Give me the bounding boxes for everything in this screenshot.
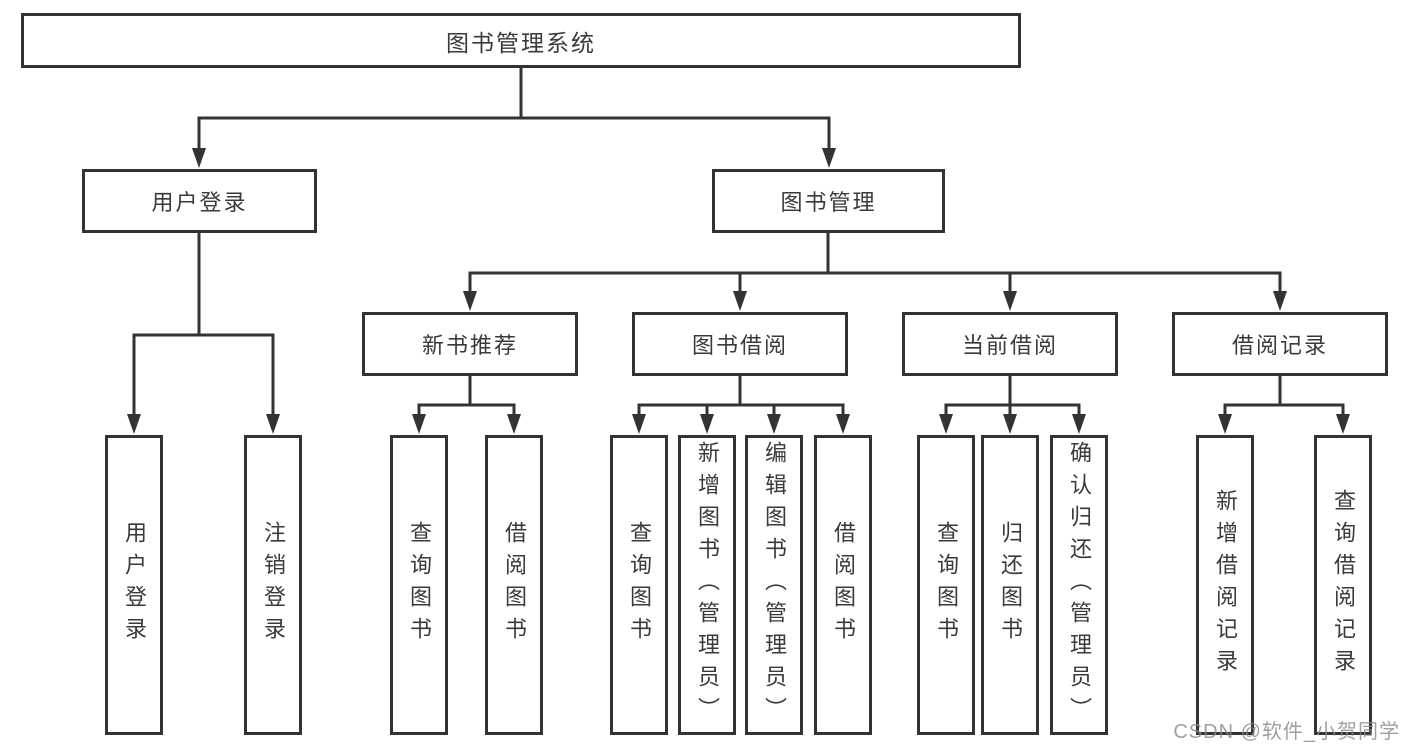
arrow-down-icon (632, 414, 646, 434)
node-root-label: 图书管理系统 (446, 29, 596, 56)
leaf-query-books-current-label: 查询图书 (934, 521, 959, 649)
arrow-down-icon (412, 414, 426, 434)
leaf-add-books-admin-label: 新增图书（管理员） (695, 441, 720, 729)
leaf-edit-books-admin: 编辑图书（管理员） (745, 435, 803, 735)
node-current-borrow-label: 当前借阅 (961, 333, 1058, 358)
leaf-return-books: 归还图书 (981, 435, 1039, 735)
connector-book-borrow-to-leaves (632, 376, 850, 434)
leaf-confirm-return-admin-label: 确认归还（管理员） (1067, 441, 1092, 729)
connector-user-login-to-leaves (127, 233, 280, 434)
leaf-add-books-admin: 新增图书（管理员） (678, 435, 736, 735)
node-book-borrow-label: 图书借阅 (691, 333, 788, 358)
arrow-down-icon (1003, 414, 1017, 434)
leaf-query-borrow-record: 查询借阅记录 (1314, 435, 1372, 735)
arrow-down-icon (1218, 414, 1232, 434)
arrow-down-icon (507, 414, 521, 434)
watermark: CSDN @软件_小贺同学 (1173, 721, 1400, 743)
leaf-edit-books-admin-label: 编辑图书（管理员） (762, 441, 787, 729)
leaf-user-login: 用户登录 (105, 435, 163, 735)
leaf-query-books-borrow-label: 查询图书 (627, 521, 652, 649)
leaf-borrow-books-label: 借阅图书 (831, 521, 856, 649)
leaf-logout-label: 注销登录 (261, 521, 286, 649)
leaf-borrow-books-recommend-label: 借阅图书 (502, 521, 527, 649)
arrow-down-icon (700, 414, 714, 434)
leaf-query-books-current: 查询图书 (917, 435, 975, 735)
connector-root-to-level2 (192, 68, 836, 168)
arrow-down-icon (1003, 291, 1017, 311)
leaf-borrow-books: 借阅图书 (814, 435, 872, 735)
connector-current-borrow-to-leaves (939, 376, 1086, 434)
connector-borrow-records-to-leaves (1218, 376, 1350, 434)
node-root: 图书管理系统 (21, 13, 1021, 68)
leaf-query-books-recommend: 查询图书 (390, 435, 448, 735)
leaf-query-borrow-record-label: 查询借阅记录 (1331, 489, 1356, 681)
arrow-down-icon (939, 414, 953, 434)
node-current-borrow: 当前借阅 (902, 312, 1118, 376)
connector-book-management-to-level3 (463, 233, 1287, 311)
arrow-down-icon (463, 291, 477, 311)
node-user-login-label: 用户登录 (151, 190, 248, 215)
leaf-return-books-label: 归还图书 (998, 521, 1023, 649)
arrow-down-icon (836, 414, 850, 434)
arrow-down-icon (1336, 414, 1350, 434)
node-book-borrow: 图书借阅 (632, 312, 848, 376)
node-new-book-recommend: 新书推荐 (362, 312, 578, 376)
leaf-query-books-recommend-label: 查询图书 (407, 521, 432, 649)
arrow-down-icon (1273, 291, 1287, 311)
node-new-book-recommend-label: 新书推荐 (421, 333, 518, 358)
leaf-confirm-return-admin: 确认归还（管理员） (1050, 435, 1108, 735)
leaf-user-login-label: 用户登录 (122, 521, 147, 649)
arrow-down-icon (127, 414, 141, 434)
leaf-add-borrow-record: 新增借阅记录 (1196, 435, 1254, 735)
arrow-down-icon (1072, 414, 1086, 434)
arrow-down-icon (192, 148, 206, 168)
leaf-query-books-borrow: 查询图书 (610, 435, 668, 735)
connector-new-book-to-leaves (412, 376, 521, 434)
leaf-add-borrow-record-label: 新增借阅记录 (1213, 489, 1238, 681)
arrow-down-icon (822, 148, 836, 168)
node-borrow-records-label: 借阅记录 (1231, 333, 1328, 358)
arrow-down-icon (733, 291, 747, 311)
node-book-management: 图书管理 (712, 169, 945, 233)
node-borrow-records: 借阅记录 (1172, 312, 1388, 376)
arrow-down-icon (767, 414, 781, 434)
leaf-borrow-books-recommend: 借阅图书 (485, 435, 543, 735)
arrow-down-icon (266, 414, 280, 434)
node-book-management-label: 图书管理 (780, 190, 877, 215)
leaf-logout: 注销登录 (244, 435, 302, 735)
node-user-login: 用户登录 (82, 169, 317, 233)
